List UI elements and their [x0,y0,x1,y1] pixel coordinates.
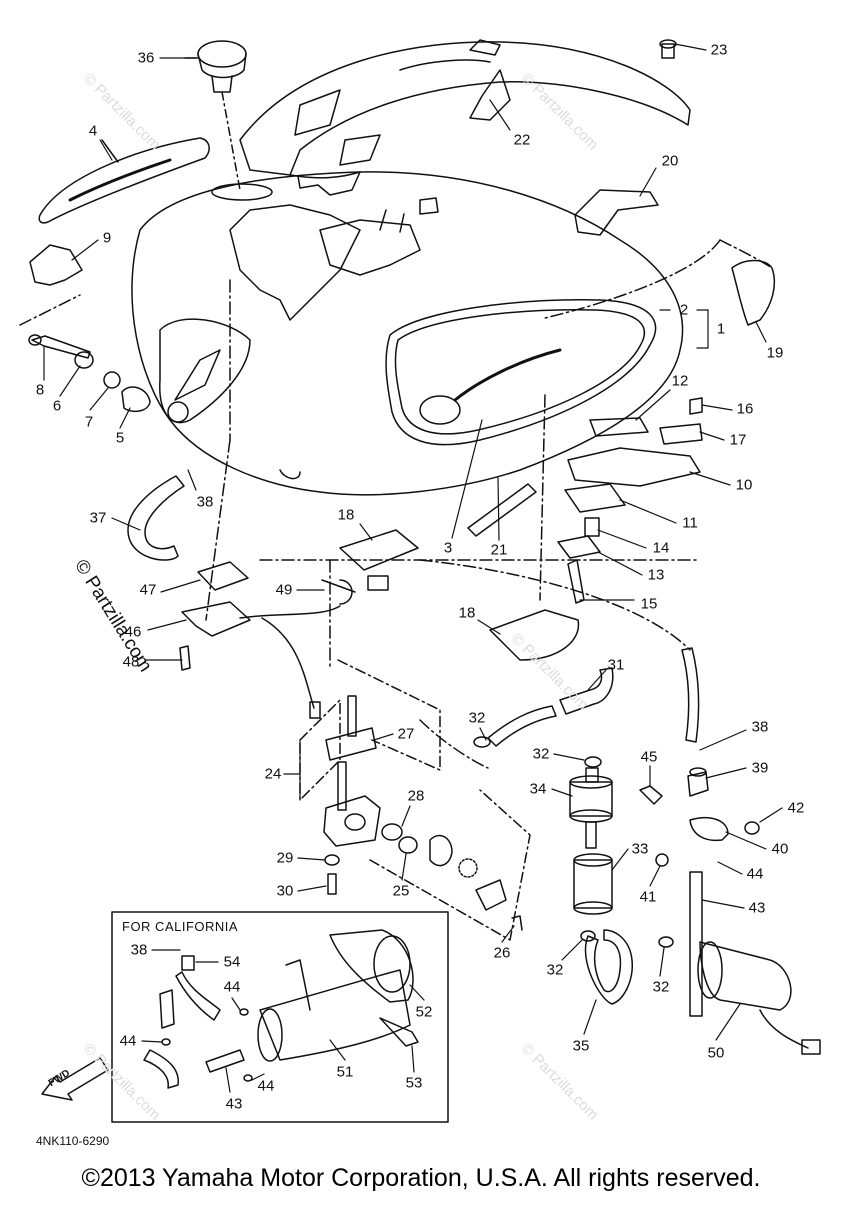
cover-9 [29,244,83,286]
fwd-arrow [41,1057,109,1101]
callout-13: 13 [647,566,665,584]
callout-18: 18 [337,506,355,524]
callout-29: 29 [276,849,294,867]
hose-37 [127,475,185,561]
mount-hardware [28,334,151,413]
callout-31: 31 [607,656,625,674]
cover-19 [731,259,776,326]
california-box-label: FOR CALIFORNIA [122,919,239,934]
callout-21: 21 [490,541,508,559]
pad-18-upper [339,529,419,571]
callout-50: 50 [707,1044,725,1062]
callout-8: 8 [35,381,45,399]
fuel-line-system [473,647,821,1055]
callout-33: 33 [631,840,649,858]
emblem-4 [38,137,210,224]
callout-47: 47 [139,581,157,599]
callout-48: 48 [122,653,140,671]
callout-19: 19 [766,344,784,362]
callout-7: 7 [84,413,94,431]
callout-25: 25 [392,882,410,900]
callout-32: 32 [468,709,486,727]
callout-36: 36 [137,49,155,67]
callout-32: 32 [652,978,670,996]
callout-44: 44 [257,1077,275,1095]
fuel-cap-36 [184,40,247,191]
pin-23 [659,39,677,59]
callout-30: 30 [276,882,294,900]
callout-22: 22 [513,131,531,149]
diagram-code: 4NK110-6290 [36,1134,110,1148]
callout-41: 41 [639,888,657,906]
callout-43: 43 [225,1095,243,1113]
callout-44: 44 [746,865,764,883]
strip-21 [467,483,537,537]
callout-1: 1 [716,320,726,338]
callout-10: 10 [735,476,753,494]
pad-18-lower [489,609,580,661]
callout-53: 53 [405,1074,423,1092]
callout-5: 5 [115,429,125,447]
callout-2: 2 [679,301,689,319]
callout-44: 44 [119,1032,137,1050]
copyright-notice: ©2013 Yamaha Motor Corporation, U.S.A. A… [81,1164,761,1192]
fuel-tank-body [131,171,684,496]
callout-15: 15 [640,595,658,613]
sender-unit [179,561,389,719]
callout-44: 44 [223,978,241,996]
callout-52: 52 [415,1003,433,1021]
callout-54: 54 [223,953,241,971]
leader-dash-lines [19,239,773,769]
callout-46: 46 [124,623,142,641]
callout-18: 18 [458,604,476,622]
callout-11: 11 [682,514,698,532]
callout-20: 20 [661,152,679,170]
callout-43: 43 [748,899,766,917]
callout-37: 37 [89,509,107,527]
callout-34: 34 [529,780,547,798]
seat-bracket-22 [239,39,691,196]
callout-40: 40 [771,840,789,858]
callout-28: 28 [407,787,425,805]
callout-12: 12 [671,372,689,390]
california-box [111,911,449,1123]
callout-leaders [43,43,783,1093]
callout-24: 24 [264,765,282,783]
callout-42: 42 [787,799,805,817]
callout-45: 45 [640,748,658,766]
callout-38: 38 [196,493,214,511]
callout-38: 38 [751,718,769,736]
bracket-20 [574,189,659,236]
callout-17: 17 [729,431,747,449]
bracket-plates [557,397,703,604]
callout-35: 35 [572,1037,590,1055]
callout-51: 51 [336,1063,354,1081]
callout-4: 4 [88,122,98,140]
callout-26: 26 [493,944,511,962]
callout-38: 38 [130,941,148,959]
callout-6: 6 [52,397,62,415]
fuel-cock-assembly [299,659,531,941]
callout-39: 39 [751,759,769,777]
callout-23: 23 [710,41,728,59]
callout-16: 16 [736,400,754,418]
callout-9: 9 [102,229,112,247]
callout-32: 32 [546,961,564,979]
callout-3: 3 [443,539,453,557]
callout-49: 49 [275,581,293,599]
callout-14: 14 [652,539,670,557]
callout-27: 27 [397,725,415,743]
callout-32: 32 [532,745,550,763]
